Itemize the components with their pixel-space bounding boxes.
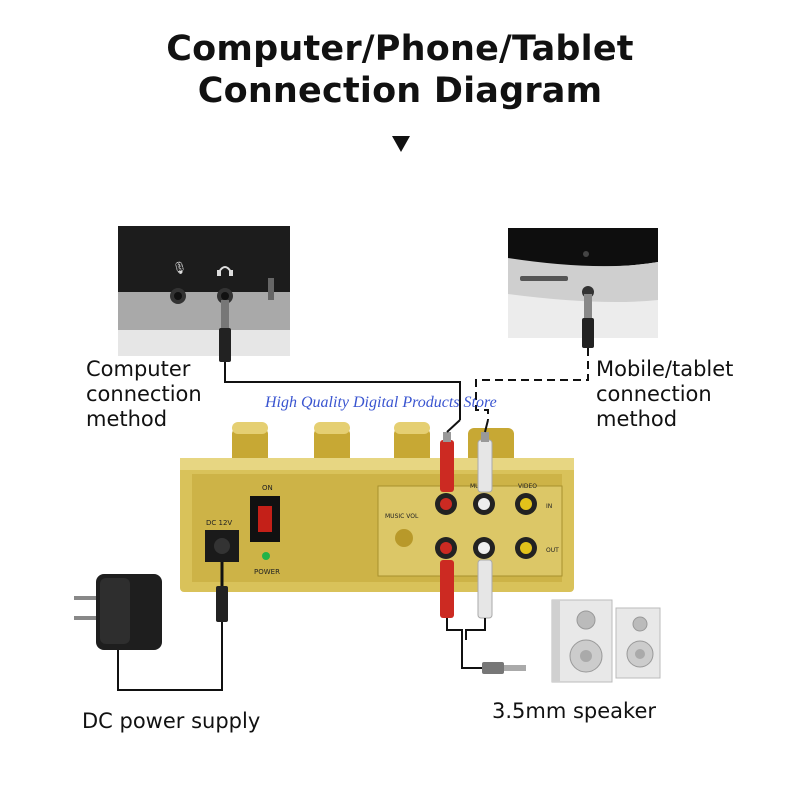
speaker-label: 3.5mm speaker (492, 699, 657, 723)
video-out-label: OUT (546, 547, 559, 554)
power-adapter-icon (74, 574, 162, 650)
title-line-1: Computer/Phone/Tablet (166, 29, 634, 69)
diagram-title: Computer/Phone/Tablet Connection Diagram (0, 28, 800, 112)
power-led-icon (262, 552, 270, 560)
svg-text:🎙: 🎙 (172, 261, 187, 275)
mobile-label-line-3: method (596, 407, 678, 431)
headphone-icon (217, 266, 233, 276)
computer-connection-label: Computer connection method (86, 357, 202, 432)
power-indicator-label: POWER (254, 568, 280, 576)
laptop-photo: 🎙 (118, 226, 290, 362)
mobile-connection-label: Mobile/tablet connection method (596, 357, 733, 432)
computer-label-line-3: method (86, 407, 168, 431)
dc-input-label: DC 12V (206, 519, 232, 527)
down-arrow-icon (392, 136, 410, 152)
store-watermark: High Quality Digital Products Store (265, 394, 497, 411)
video-in-label: IN (546, 503, 552, 510)
title-line-2: Connection Diagram (197, 71, 603, 111)
computer-label-line-2: connection (86, 382, 202, 406)
dc-power-label: DC power supply (82, 709, 261, 733)
speaker-icon (551, 599, 661, 683)
mobile-label-line-1: Mobile/tablet (596, 357, 734, 381)
music-vol-label: MUSIC VOL (385, 513, 419, 520)
computer-label-line-1: Computer (86, 357, 191, 381)
power-switch-label: ON (262, 484, 273, 492)
dc-plug (216, 586, 228, 622)
phone-photo (508, 228, 658, 348)
video-label: VIDEO (518, 483, 537, 490)
mixer-device: DC 12V ON POWER MUSIC VOL MUSIC VIDEO IN… (180, 422, 574, 592)
rca-plugs-top (440, 419, 493, 493)
rca-plugs-bottom (440, 559, 526, 674)
mobile-label-line-2: connection (596, 382, 712, 406)
